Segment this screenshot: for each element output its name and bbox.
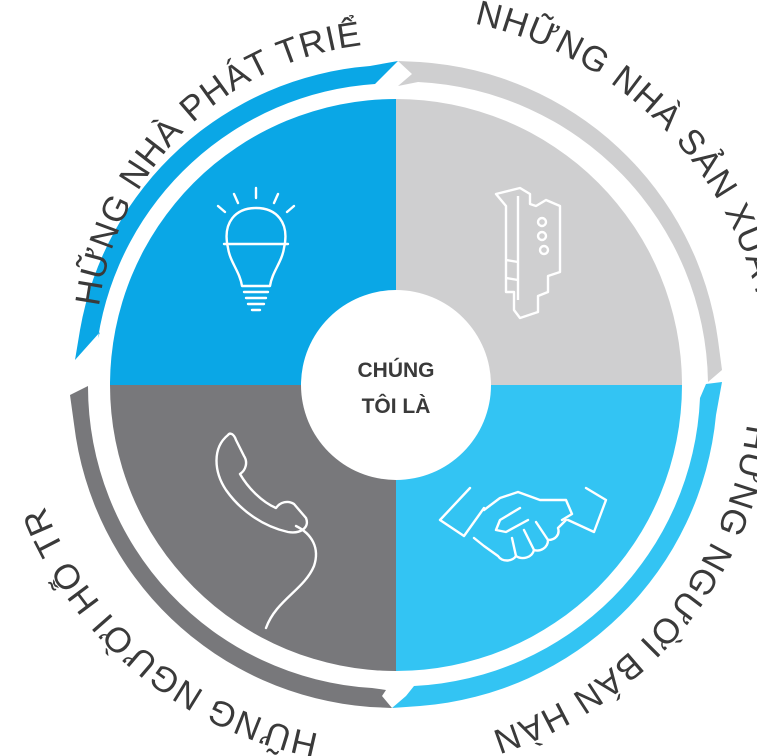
din-rail-device-icon <box>494 186 562 320</box>
arrow-sellers <box>392 382 722 708</box>
arrow-supporters <box>70 386 392 708</box>
light-bulb-icon <box>216 186 296 312</box>
arrow-developers <box>75 61 398 360</box>
outer-arrows <box>70 61 722 708</box>
center-line-1: CHÚNG <box>358 358 435 382</box>
handshake-icon <box>438 486 608 562</box>
telephone-icon <box>215 432 318 630</box>
center-circle <box>301 290 491 480</box>
center-line-2: TÔI LÀ <box>362 394 431 418</box>
